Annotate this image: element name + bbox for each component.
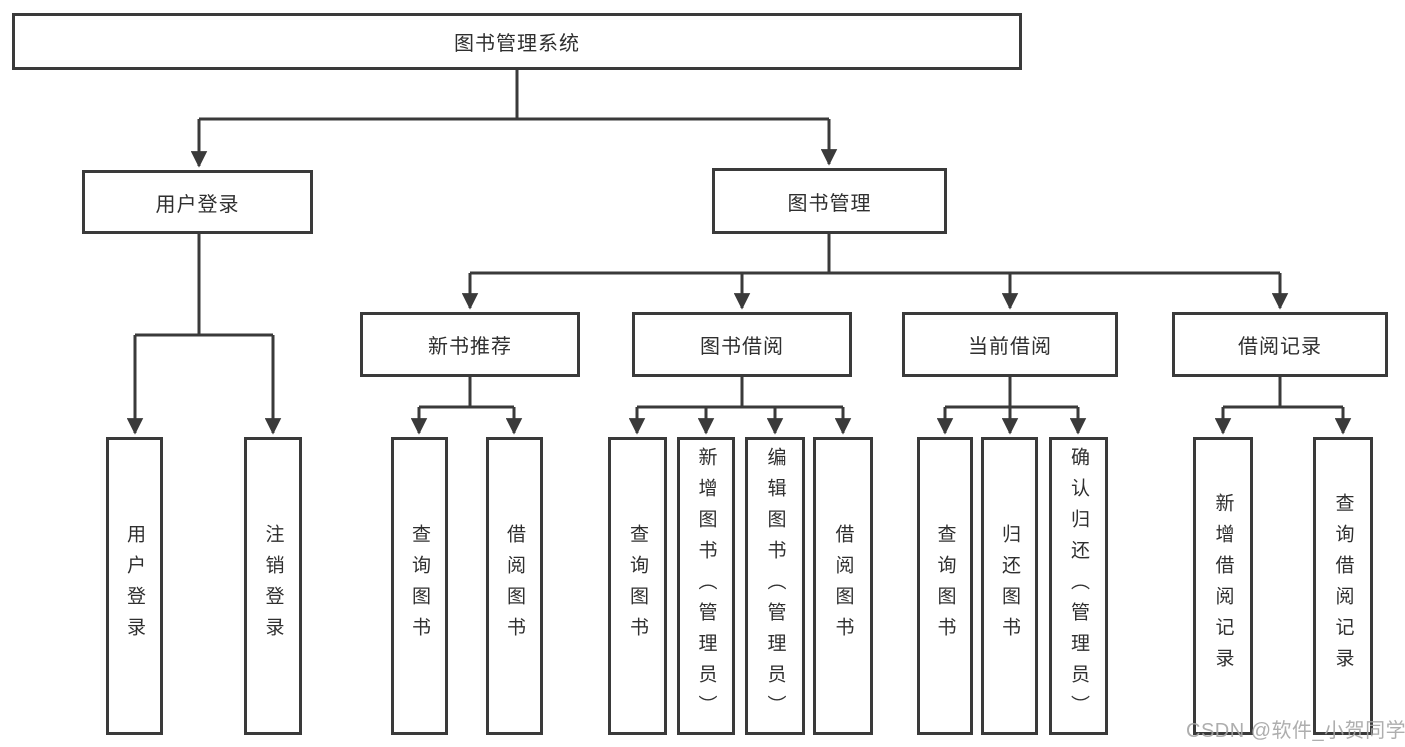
leaf-user-login: 用户登录 — [106, 437, 163, 735]
leaf-logout-label: 注销登录 — [262, 524, 284, 648]
leaf-confirm-return-admin: 确认归还（管理员） — [1049, 437, 1108, 735]
leaf-query-books-borrowing: 查询图书 — [608, 437, 667, 735]
csdn-watermark: CSDN @软件_小贺同学 — [1186, 720, 1405, 742]
leaf-borrow-books-recommendation: 借阅图书 — [486, 437, 543, 735]
leaf-add-books-admin-label: 新增图书（管理员） — [695, 446, 717, 726]
leaf-confirm-return-admin-label: 确认归还（管理员） — [1068, 446, 1089, 726]
node-library-management-system: 图书管理系统 — [12, 13, 1022, 70]
leaf-query-books-recommendation-label: 查询图书 — [409, 524, 430, 648]
leaf-user-login-label: 用户登录 — [124, 524, 145, 648]
leaf-query-borrow-record: 查询借阅记录 — [1313, 437, 1373, 735]
leaf-borrow-books-recommendation-label: 借阅图书 — [504, 524, 525, 648]
node-user-login: 用户登录 — [82, 170, 313, 234]
node-new-book-recommendation: 新书推荐 — [360, 312, 580, 377]
leaf-query-borrow-record-label: 查询借阅记录 — [1332, 493, 1354, 679]
node-book-borrowing: 图书借阅 — [632, 312, 852, 377]
leaf-logout: 注销登录 — [244, 437, 302, 735]
leaf-query-books-recommendation: 查询图书 — [391, 437, 448, 735]
leaf-add-borrow-record-label: 新增借阅记录 — [1212, 493, 1234, 679]
leaf-query-books-current: 查询图书 — [917, 437, 973, 735]
leaf-add-borrow-record: 新增借阅记录 — [1193, 437, 1253, 735]
node-borrowing-records: 借阅记录 — [1172, 312, 1388, 377]
leaf-return-books: 归还图书 — [981, 437, 1038, 735]
leaf-borrow-books-borrowing-label: 借阅图书 — [832, 524, 854, 648]
leaf-query-books-current-label: 查询图书 — [934, 524, 956, 648]
node-book-management: 图书管理 — [712, 168, 947, 234]
leaf-return-books-label: 归还图书 — [999, 524, 1020, 648]
leaf-borrow-books-borrowing: 借阅图书 — [813, 437, 873, 735]
leaf-query-books-borrowing-label: 查询图书 — [627, 524, 648, 648]
leaf-edit-books-admin-label: 编辑图书（管理员） — [764, 446, 786, 726]
node-current-borrowing: 当前借阅 — [902, 312, 1118, 377]
leaf-edit-books-admin: 编辑图书（管理员） — [745, 437, 805, 735]
leaf-add-books-admin: 新增图书（管理员） — [677, 437, 735, 735]
